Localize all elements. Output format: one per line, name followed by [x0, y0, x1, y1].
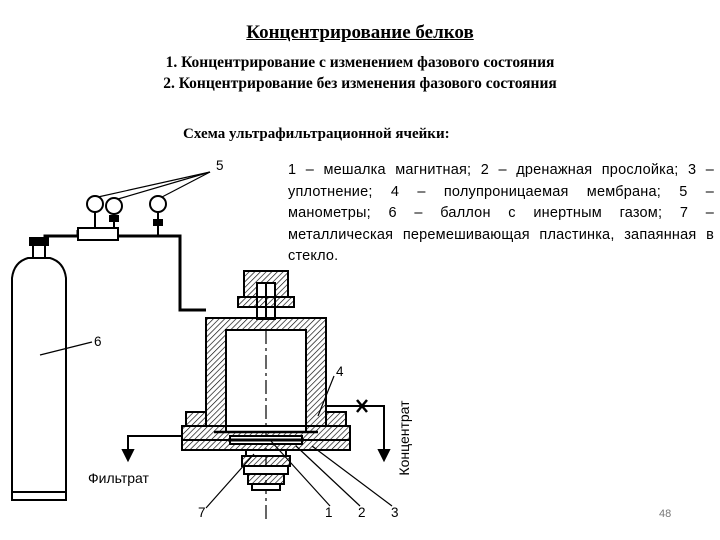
concentrate-label: Концентрат	[396, 400, 412, 476]
label-7: 7	[198, 505, 206, 520]
schema-title: Схема ультрафильтрационной ячейки:	[183, 126, 450, 142]
cell-base	[181, 411, 351, 451]
manometer-icon	[86, 195, 167, 236]
label-3: 3	[391, 505, 399, 520]
concentrate-outlet	[326, 399, 391, 463]
gas-cylinder	[11, 237, 67, 501]
leader-lines	[205, 375, 393, 509]
gas-line	[43, 230, 206, 312]
label-1: 1	[325, 505, 333, 520]
filtrate-label: Фильтрат	[88, 470, 149, 486]
list-item-1: 1. Концентрирование с изменением фазовог…	[165, 54, 555, 71]
filtrate-outlet	[121, 435, 182, 463]
leader-6	[39, 341, 93, 356]
magnetic-stirrer	[241, 449, 291, 491]
slide-title: Концентрирование белков	[246, 22, 474, 43]
cell-body	[205, 317, 327, 520]
concentrate-label-wrap: Концентрат	[394, 388, 414, 488]
label-2: 2	[358, 505, 366, 520]
page-number: 48	[659, 508, 672, 520]
label-6: 6	[94, 334, 102, 349]
leader-5	[97, 171, 211, 200]
gas-valve	[77, 227, 119, 241]
cell-cap	[237, 270, 295, 320]
diagram-legend: 1 – мешалка магнитная; 2 – дренажная про…	[288, 162, 714, 264]
label-4: 4	[336, 364, 344, 379]
list-item-2: 2. Концентрирование без изменения фазово…	[163, 75, 557, 92]
label-5: 5	[216, 158, 224, 173]
